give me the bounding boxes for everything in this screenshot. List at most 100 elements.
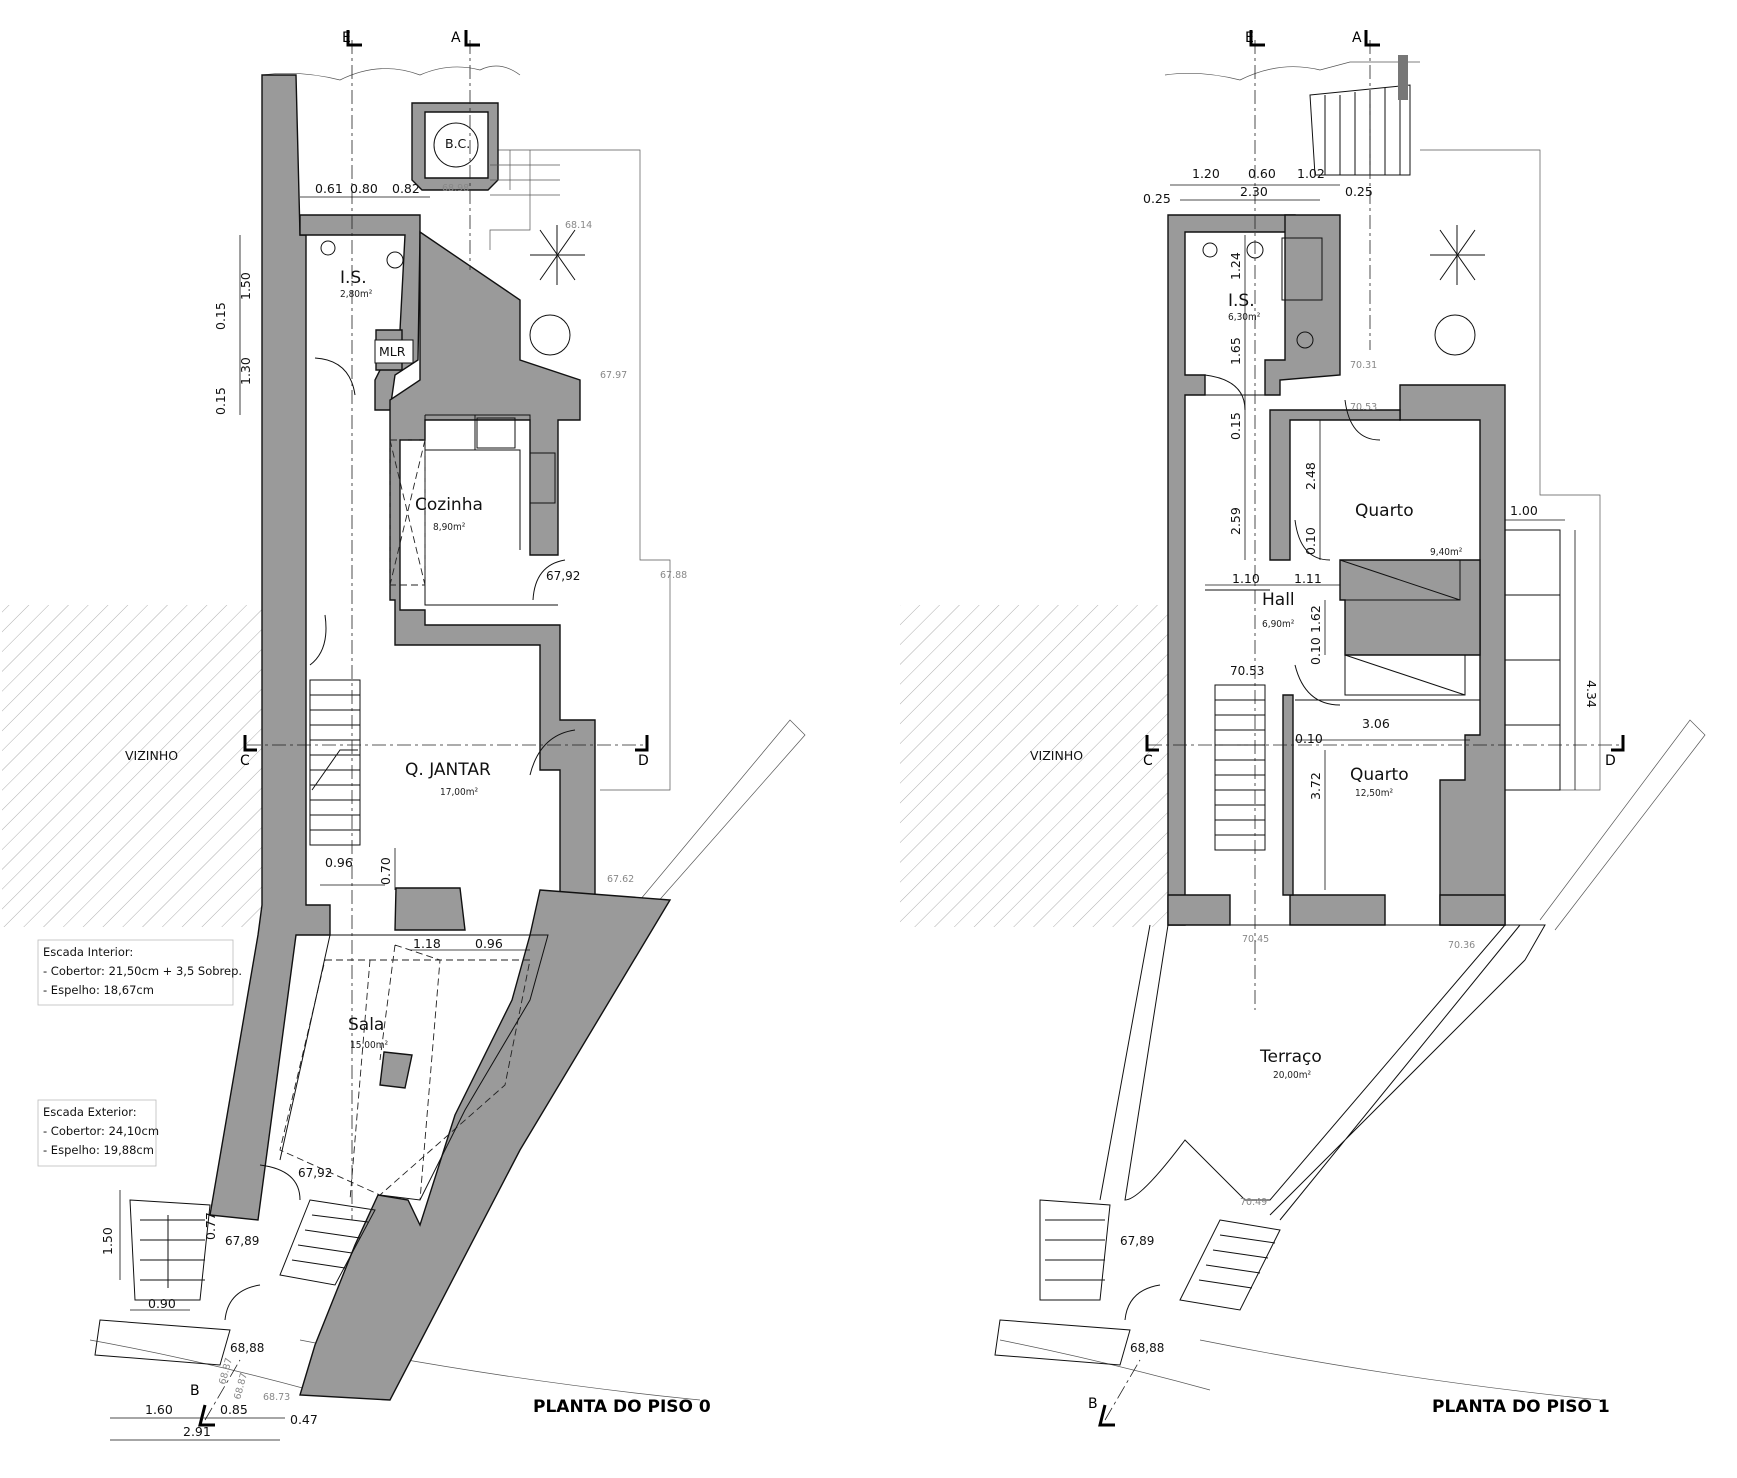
north-stair <box>1309 55 1411 176</box>
level-light-1-1: 70.53 <box>1350 402 1377 413</box>
wall-south <box>1167 894 1506 926</box>
dim-1-20: 4.34 <box>1584 680 1599 708</box>
level-1-2: 68,88 <box>1130 1341 1164 1355</box>
terrain-line <box>999 1339 1211 1391</box>
dim-0-16: 0.47 <box>290 1412 318 1427</box>
fixture-bc-label: B.C. <box>445 136 470 151</box>
dim-1-8: 0.15 <box>1228 412 1243 440</box>
section-mark-b-1: B <box>1088 1396 1098 1412</box>
terrace-outline <box>1124 924 1507 1201</box>
washbasin-icon <box>1202 242 1218 258</box>
level-0-1: 67,92 <box>298 1166 332 1180</box>
door-arc <box>1294 519 1331 561</box>
door-arc <box>1124 1284 1161 1321</box>
dim-1-5: 0.25 <box>1345 184 1373 199</box>
note-exterior-line-2: - Espelho: 19,88cm <box>43 1143 154 1157</box>
terrain-line <box>1539 719 1706 931</box>
room-area-jantar: 17,00m² <box>440 787 479 798</box>
dim-0-4: 0.15 <box>213 302 228 330</box>
section-axis-b <box>204 1359 241 1421</box>
dim-0-7: 0.96 <box>325 855 353 870</box>
section-mark-a-1: A <box>1352 30 1362 46</box>
sala-outline <box>279 934 549 1201</box>
plan-piso-1 <box>900 30 1706 1427</box>
level-light-0-7: 68.73 <box>263 1392 290 1403</box>
note-interior-line-1: - Cobertor: 21,50cm + 3,5 Sobrep. <box>43 964 242 978</box>
kitchen-counter <box>425 415 521 550</box>
level-light-1-3: 70.36 <box>1448 940 1475 951</box>
dim-1-16: 0.10 <box>1295 731 1323 746</box>
planter-circle <box>1434 314 1476 356</box>
dim-1-6: 1.24 <box>1228 252 1243 280</box>
room-name-hall: Hall <box>1262 590 1295 610</box>
level-light-1-0: 70.31 <box>1350 360 1377 371</box>
section-mark-e-1: E <box>1245 30 1254 46</box>
note-exterior-line-1: - Cobertor: 24,10cm <box>43 1124 159 1138</box>
room-area-quarto-1: 9,40m² <box>1430 547 1463 558</box>
section-mark-d-0: D <box>638 753 649 769</box>
wall-bedroom2-west <box>1282 694 1294 896</box>
dim-1-18: 3.72 <box>1308 772 1323 800</box>
wardrobe <box>1344 654 1466 696</box>
level-light-0-0: 68.98 <box>442 183 469 194</box>
section-mark-c-1: C <box>1143 753 1153 769</box>
level-1-1: 67,89 <box>1120 1234 1154 1248</box>
wall-sala-pillar <box>379 1051 413 1089</box>
interior-stair <box>1214 684 1266 851</box>
section-axis-b <box>1104 1359 1141 1421</box>
note-interior-line-2: - Espelho: 18,67cm <box>43 983 154 997</box>
shower-icon <box>1281 237 1323 301</box>
door-arc <box>259 1164 301 1201</box>
section-mark-d-1: D <box>1605 753 1616 769</box>
room-name-is-1: I.S. <box>1228 291 1255 311</box>
wall-core <box>389 230 596 896</box>
terrain-line <box>1199 1339 1601 1401</box>
terrain-line <box>261 65 521 81</box>
washbasin-icon <box>320 240 336 256</box>
note-interior-heading: Escada Interior: <box>43 945 133 959</box>
terrain-line <box>639 719 806 906</box>
terrain-line <box>89 1339 311 1391</box>
wardrobe <box>1339 559 1461 601</box>
exterior-stair-north <box>489 150 560 250</box>
dim-0-8: 0.70 <box>378 857 393 885</box>
neighbor-label-1: VIZINHO <box>1030 748 1083 763</box>
dim-0-3: 1.50 <box>238 272 253 300</box>
level-0-3: 68,88 <box>230 1341 264 1355</box>
interior-stair <box>309 679 361 846</box>
door-arc <box>224 1284 261 1321</box>
door-arc <box>1344 399 1381 441</box>
level-light-0-3: 67.88 <box>660 570 687 581</box>
room-name-quarto-2: Quarto <box>1350 765 1409 785</box>
section-mark-a-0: A <box>451 30 461 46</box>
door-arc <box>1204 374 1246 411</box>
kitchen-outline <box>424 414 558 606</box>
terrace-parapet <box>1099 924 1546 1221</box>
door-arc <box>314 357 356 396</box>
dim-1-7: 1.65 <box>1228 337 1243 365</box>
level-0-2: 67,89 <box>225 1234 259 1248</box>
room-name-terraco: Terraço <box>1259 1047 1322 1067</box>
room-area-hall: 6,90m² <box>1262 619 1295 630</box>
dim-0-6: 0.15 <box>213 387 228 415</box>
neighbor-area <box>2 605 264 927</box>
dim-0-1: 0.80 <box>350 181 378 196</box>
wall-partition <box>1269 409 1401 561</box>
room-area-terraco: 20,00m² <box>1273 1070 1312 1081</box>
bc-circle <box>433 122 479 168</box>
dim-0-10: 0.96 <box>475 936 503 951</box>
level-light-0-4: 67.62 <box>607 874 634 885</box>
toilet-icon <box>386 251 404 269</box>
section-mark-b-0: B <box>190 1383 200 1399</box>
dim-0-11: 0.77 <box>203 1212 218 1240</box>
neighbor-area <box>900 605 1168 927</box>
dim-1-13: 1.11 <box>1294 571 1322 586</box>
level-light-1-2: 70.45 <box>1242 934 1269 945</box>
dim-0-0: 0.61 <box>315 181 343 196</box>
wall-is-block <box>299 214 421 411</box>
planter-circle <box>529 314 571 356</box>
wall-dining-south <box>394 887 466 931</box>
dim-0-5: 1.30 <box>238 357 253 385</box>
dim-0-2: 0.82 <box>392 181 420 196</box>
